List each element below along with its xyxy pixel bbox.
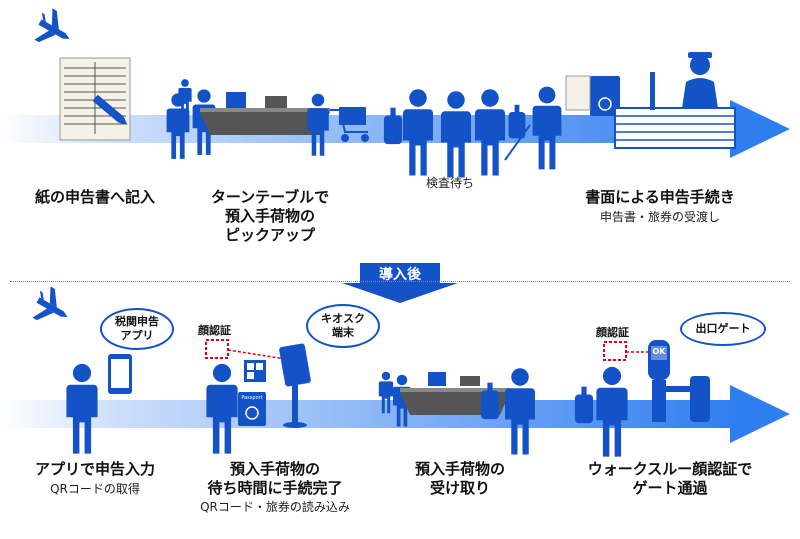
plane-icon — [34, 8, 70, 43]
form-document-icon — [59, 57, 131, 141]
after-step-3-label: 預入手荷物の 受け取り — [414, 460, 505, 497]
person-icon — [206, 363, 238, 454]
face-auth-label-2: 顔認証 — [596, 326, 629, 339]
after-step-4-label: ウォークスルー顔認証で ゲート通過 — [587, 460, 753, 497]
passport-icon — [238, 392, 266, 426]
gate-icon — [648, 340, 710, 422]
family-icon — [383, 86, 562, 178]
person-icon — [574, 366, 628, 457]
transition-label: 導入後 — [379, 267, 421, 283]
plane-icon — [32, 286, 68, 321]
person-icon — [480, 368, 535, 455]
before-step-2-label: ターンテーブルで 預入手荷物の ピックアップ — [210, 188, 330, 244]
gate-ok-text: OK — [652, 347, 666, 356]
after-step-1-label: アプリで申告入力 — [34, 460, 155, 478]
transition-arrow — [342, 263, 458, 303]
passport-text: Passport — [241, 395, 263, 401]
kiosk-bubble: キオスク 端末 — [306, 304, 380, 348]
person-icon — [66, 363, 98, 454]
customs-counter — [614, 72, 736, 149]
luggage-cart-icon — [330, 107, 369, 142]
after-step-2-label: 預入手荷物の 待ち時間に手続完了 — [207, 460, 343, 497]
passport-icon — [590, 76, 620, 116]
before-step-4-sub: 申告書・旅券の受渡し — [599, 210, 720, 224]
person-with-cart — [307, 93, 329, 156]
conveyor-belt-icon — [200, 92, 330, 135]
after-step-2-sub: QRコード・旅券の読み込み — [200, 500, 350, 514]
exit-gate-bubble: 出口ゲート — [680, 312, 766, 346]
smartphone-icon — [108, 354, 132, 394]
before-step-4-label: 書面による申告手続き — [585, 188, 735, 206]
face-auth-frame — [205, 339, 229, 359]
paper-declaration — [565, 75, 591, 111]
qr-code-icon — [244, 360, 266, 382]
waiting-note: 検査待ち — [425, 176, 474, 190]
after-step-1-sub: QRコードの取得 — [50, 482, 140, 496]
face-auth-frame — [603, 341, 627, 361]
section-divider — [10, 281, 790, 282]
pen-icon — [92, 95, 128, 125]
gate-ok-screen — [651, 346, 667, 360]
app-bubble: 税関申告 アプリ — [100, 308, 174, 350]
before-step-1-label: 紙の申告書へ記入 — [34, 188, 155, 206]
face-auth-label-1: 顔認証 — [198, 324, 231, 337]
customs-officer-icon — [682, 52, 718, 108]
kiosk-icon — [279, 343, 311, 428]
